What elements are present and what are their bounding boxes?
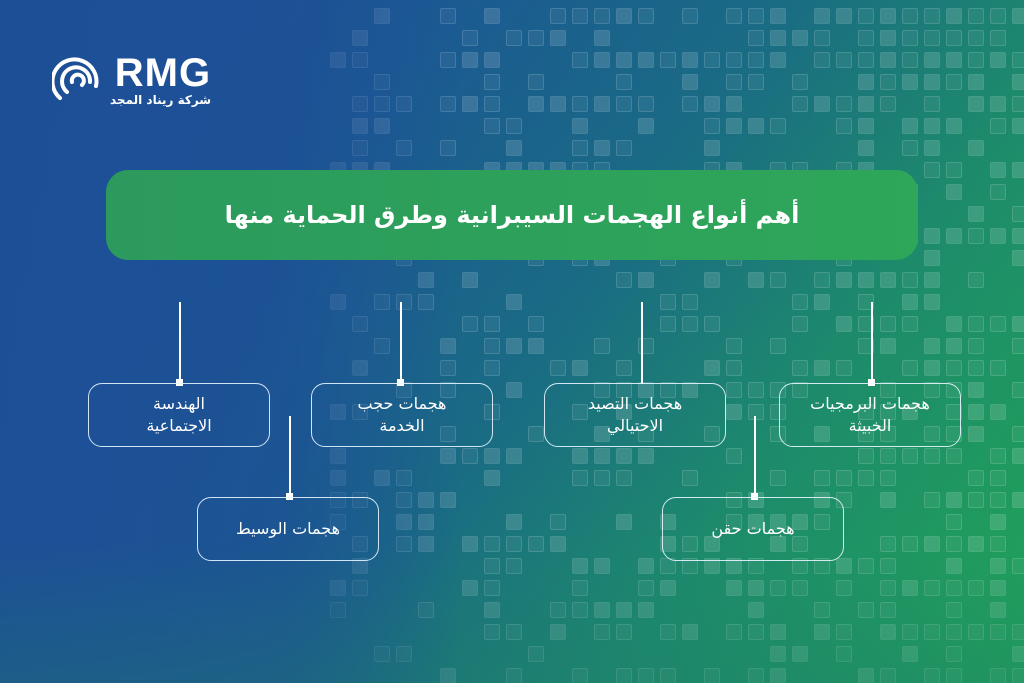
connector-node xyxy=(176,379,183,386)
node-label: هجمات البرمجيات الخبيثة xyxy=(810,394,930,435)
connector-node xyxy=(751,493,758,500)
node-phishing: هجمات التصيد الاحتيالي xyxy=(544,383,726,447)
logo-subtitle: شركة ريناد المجد xyxy=(110,93,212,107)
background-bottom-overlay xyxy=(0,543,1024,683)
node-mitm: هجمات الوسيط xyxy=(197,497,379,561)
node-label: هجمات حقن xyxy=(711,519,795,538)
title-banner: أهم أنواع الهجمات السيبرانية وطرق الحماي… xyxy=(106,170,918,260)
node-label: الهندسة الاجتماعية xyxy=(146,394,212,435)
connector-node xyxy=(868,379,875,386)
connector-line xyxy=(400,302,402,384)
connector-line xyxy=(871,302,873,384)
company-logo: RMG شركة ريناد المجد xyxy=(52,51,212,107)
connector-line xyxy=(641,302,643,384)
node-malware: هجمات البرمجيات الخبيثة xyxy=(779,383,961,447)
node-label: هجمات التصيد الاحتيالي xyxy=(587,394,683,435)
connector-node xyxy=(286,493,293,500)
connector-line xyxy=(289,416,291,498)
connector-line xyxy=(179,302,181,384)
node-label: هجمات حجب الخدمة xyxy=(357,394,447,435)
node-social-engineering: الهندسة الاجتماعية xyxy=(88,383,270,447)
logo-name: RMG xyxy=(114,51,212,95)
connector-line xyxy=(754,416,756,498)
node-label: هجمات الوسيط xyxy=(235,519,341,538)
connector-node xyxy=(397,379,404,386)
node-dos: هجمات حجب الخدمة xyxy=(311,383,493,447)
page-title: أهم أنواع الهجمات السيبرانية وطرق الحماي… xyxy=(224,201,800,229)
signal-spiral-icon xyxy=(52,56,99,100)
node-injection: هجمات حقن xyxy=(662,497,844,561)
